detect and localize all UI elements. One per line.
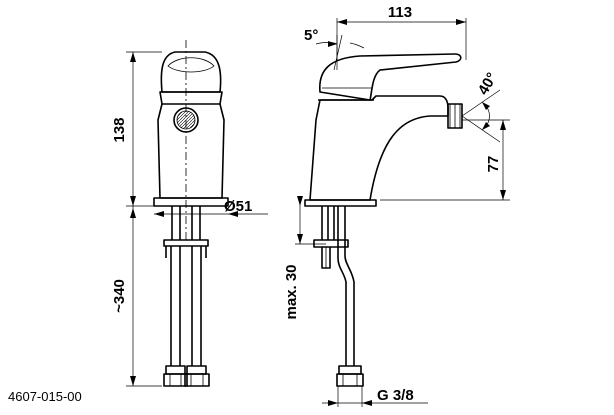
side-handle — [319, 53, 462, 101]
side-body — [309, 95, 449, 201]
dim-label-g38: G 3/8 — [377, 387, 414, 404]
dim-g38 — [322, 386, 428, 407]
dim-label-5deg: 5° — [304, 27, 318, 44]
dim-340 — [126, 206, 162, 387]
dim-label-77: 77 — [485, 156, 502, 173]
dim-label-340: ~340 — [111, 279, 128, 313]
dim-77 — [380, 119, 510, 201]
dim-label-113: 113 — [388, 4, 412, 21]
product-code: 4607-015-00 — [8, 389, 82, 404]
side-hose — [336, 206, 364, 387]
front-view: 138 ~340 Ø51 — [111, 40, 268, 387]
spout-nozzle — [447, 103, 463, 129]
dim-label-40deg: 40° — [475, 70, 501, 98]
dim-40deg — [461, 89, 501, 143]
dim-max30 — [295, 196, 326, 245]
front-handle — [160, 51, 222, 93]
dim-51 — [154, 211, 268, 217]
dim-5deg — [315, 34, 365, 71]
dim-138 — [126, 51, 162, 207]
dim-label-51: Ø51 — [224, 198, 252, 215]
side-view: 113 5° 40° — [283, 4, 510, 407]
dim-label-138: 138 — [111, 117, 128, 142]
front-hoses — [163, 206, 210, 387]
dim-label-max30: max. 30 — [283, 264, 300, 319]
side-stud — [313, 206, 349, 269]
